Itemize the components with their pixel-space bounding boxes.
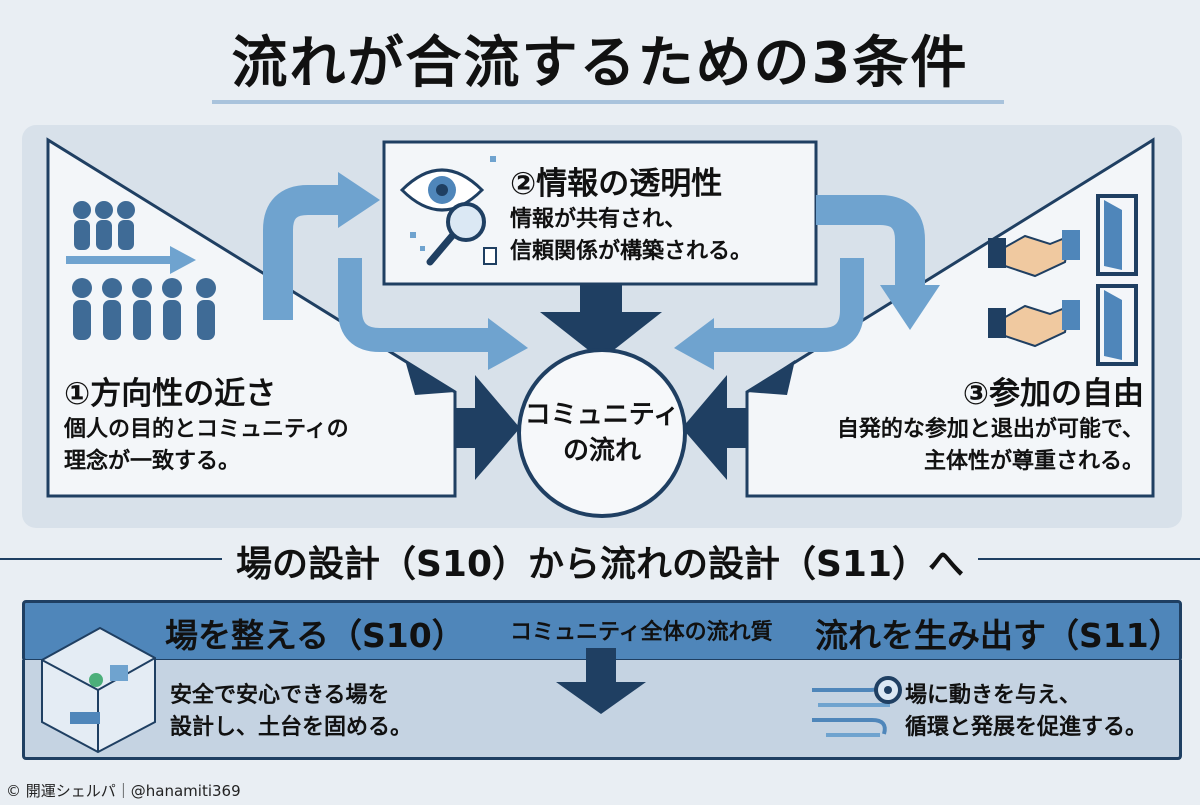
bottom-right-title: 流れを生み出す（S11） <box>815 616 1182 655</box>
page-title: 流れが合流するための3条件 <box>231 31 969 96</box>
transition-heading-wrap: 場の設計（S10）から流れの設計（S11）へ <box>0 535 1200 587</box>
condition-3-desc-line2: 主体性が尊重される。 <box>923 449 1144 474</box>
diag-arrow-right-head <box>747 360 795 395</box>
bottom-center-arrow-head <box>556 682 646 714</box>
light-arrow-right-to-center <box>712 258 864 352</box>
condition-2-desc-line1: 情報が共有され、 <box>510 207 687 232</box>
condition-1-title: ①方向性の近さ <box>64 376 277 412</box>
condition-1-desc-line2: 理念が一致する。 <box>64 449 241 474</box>
light-arrow-left-to-center <box>338 258 490 352</box>
condition-3-title: ③参加の自由 <box>962 376 1144 412</box>
condition-1-desc-line1: 個人の目的とコミュニティの <box>64 417 349 442</box>
title-underline <box>212 100 1004 104</box>
diag-arrow-left-head <box>405 360 455 395</box>
condition-2-title: ②情報の透明性 <box>510 166 723 202</box>
condition-3-desc-line1: 自発的な参加と退出が可能で、 <box>836 417 1144 442</box>
condition-2-desc-line2: 信頼関係が構築される。 <box>510 239 753 264</box>
footer-credit: © 開運シェルパ｜@hanamiti369 <box>6 782 241 800</box>
curved-arrow-left-up-head <box>338 172 380 228</box>
bottom-center-label: コミュニティ全体の流れ質 <box>510 620 773 645</box>
curved-arrow-right-down <box>816 195 925 290</box>
curved-arrow-right-down-head <box>880 285 940 330</box>
dark-arrow-top-shaft <box>580 284 622 314</box>
bottom-center-arrow-shaft <box>586 648 616 684</box>
condition-3-box <box>745 137 1155 498</box>
bottom-left-desc: 安全で安心できる場を 設計し、土台を固める。 <box>170 683 413 740</box>
bottom-left-title: 場を整える（S10） <box>165 616 465 655</box>
community-flow-label: コミュニティ の流れ <box>524 400 680 466</box>
dark-arrow-top-head <box>540 312 662 360</box>
community-flow-circle: コミュニティ の流れ <box>517 348 687 518</box>
light-arrow-right-to-center-head <box>674 318 714 370</box>
dark-arrow-left-head <box>475 375 520 480</box>
condition-1-box <box>46 137 457 498</box>
bottom-right-desc: 場に動きを与え、 循環と発展を促進する。 <box>905 683 1148 740</box>
dark-arrow-right-head <box>682 375 727 480</box>
curved-arrow-left-up <box>263 185 340 320</box>
dark-arrow-right-shaft <box>725 408 747 448</box>
light-arrow-left-to-center-head <box>488 318 528 370</box>
dark-arrow-left-shaft <box>455 408 477 448</box>
transition-heading: 場の設計（S10）から流れの設計（S11）へ <box>221 535 979 587</box>
